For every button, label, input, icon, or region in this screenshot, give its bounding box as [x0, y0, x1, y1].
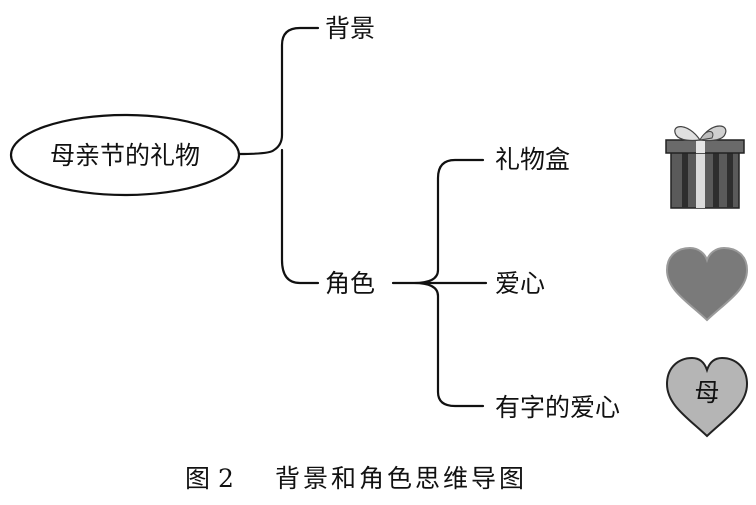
level1-connector	[238, 26, 320, 285]
heart-with-text-icon: 母	[665, 356, 749, 438]
root-label: 母亲节的礼物	[50, 141, 200, 170]
child-heart-with-text: 有字的爱心	[495, 393, 620, 422]
branch-background: 背景	[325, 14, 375, 43]
heart-icon-text: 母	[694, 378, 719, 407]
child-gift-box: 礼物盒	[495, 145, 570, 174]
heart-icon	[665, 246, 749, 322]
figure-number: 图 2	[185, 464, 234, 493]
child-heart: 爱心	[495, 269, 545, 298]
level2-connector	[391, 158, 488, 408]
gift-box-icon	[665, 125, 745, 209]
branch-roles: 角色	[325, 269, 375, 298]
root-node: 母亲节的礼物	[9, 113, 241, 197]
figure-title: 背景和角色思维导图	[275, 464, 527, 493]
root-ellipse	[9, 113, 241, 197]
